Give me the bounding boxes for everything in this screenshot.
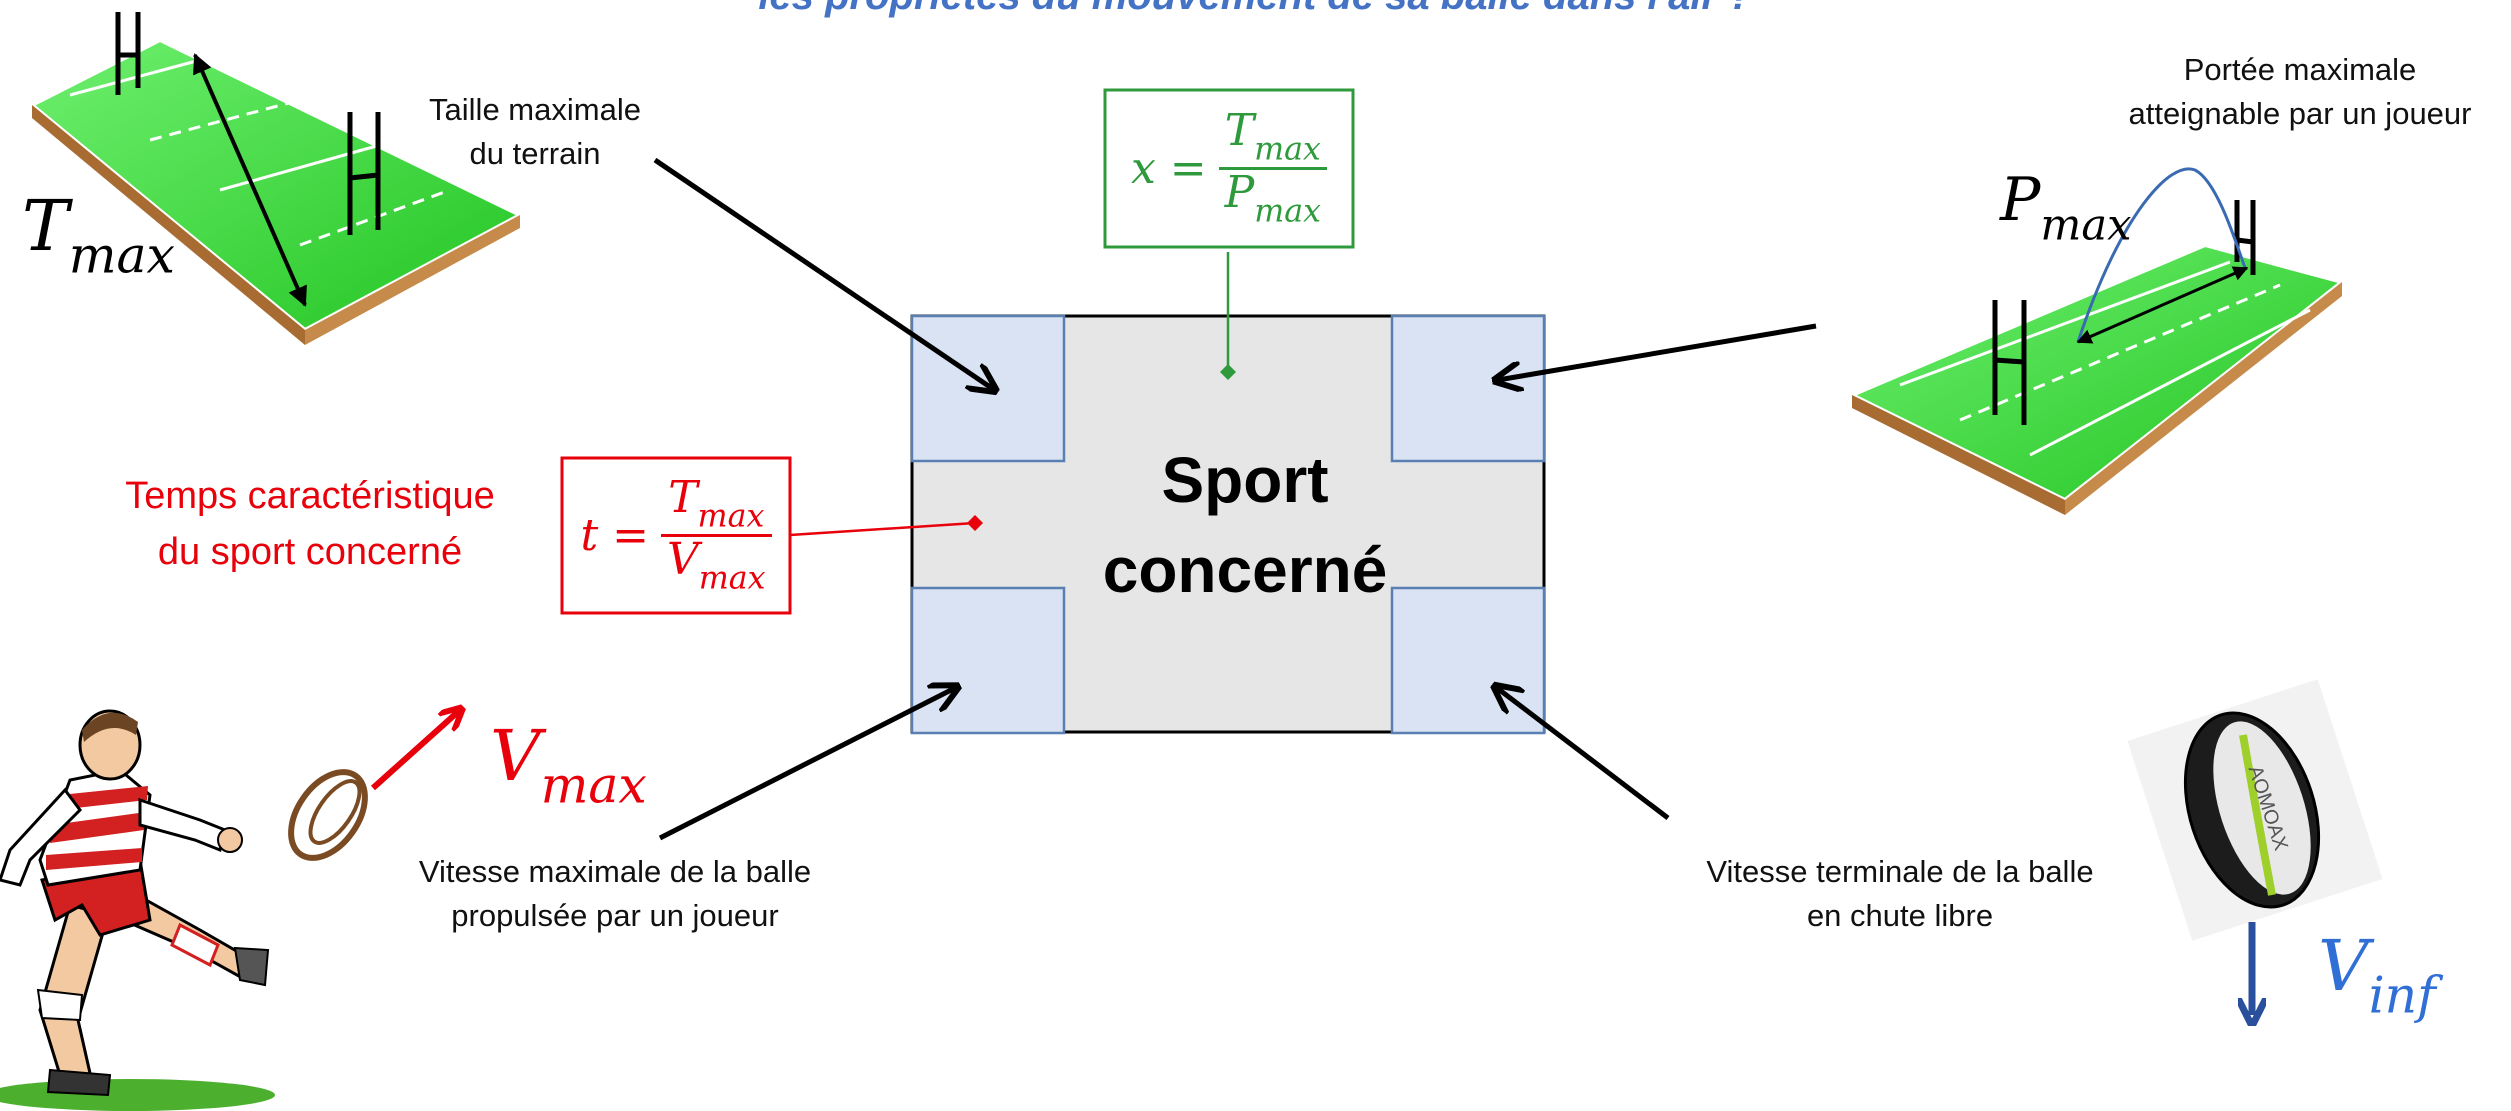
label-portee-maximale: Portée maximale atteignable par un joueu… <box>2100 48 2500 136</box>
player-sock <box>36 988 84 1022</box>
vmax-direction-arrow <box>370 710 460 791</box>
player-hair <box>82 712 138 742</box>
corner-top-left <box>910 314 1066 463</box>
label-line: Vitesse terminale de la balle <box>1706 854 2094 889</box>
label-line: propulsée par un joueur <box>451 898 779 933</box>
sport-concerne-title: Sport concerné <box>1065 435 1425 615</box>
symbol-base: P <box>2000 165 2041 235</box>
den-base: P <box>1224 167 1255 218</box>
field-line <box>2029 308 2311 457</box>
t-connector-diamond <box>967 515 983 531</box>
symbol-sub: max <box>2040 200 2132 251</box>
tmax-diagonal-arrow <box>193 53 307 307</box>
field-line-dashed <box>299 188 451 247</box>
label-line: Taille maximale <box>429 92 641 127</box>
goal-post-left <box>115 12 141 95</box>
rugby-field-top-right <box>1847 167 2347 515</box>
ball-stripe <box>2239 734 2276 896</box>
symbol-sub: inf <box>2368 965 2436 1025</box>
pmax-trajectory <box>2076 167 2247 343</box>
falling-rugby-ball: AOMOAX <box>2127 679 2383 941</box>
symbol-v-inf: Vinf <box>2318 925 2436 1025</box>
symbol-sub: max <box>540 755 647 815</box>
label-line: du terrain <box>469 136 601 171</box>
t-formula: t = Tmax Vmax <box>564 460 788 611</box>
x-formula-lhs: x = <box>1130 143 1207 194</box>
field-line <box>69 58 201 97</box>
label-line: atteignable par un joueur <box>2128 96 2472 131</box>
num-base: T <box>1224 105 1255 157</box>
center-box <box>910 314 1546 735</box>
label-temps-caracteristique: Temps caractéristique du sport concerné <box>100 468 520 580</box>
num-sub: max <box>1254 131 1321 168</box>
label-line: en chute libre <box>1806 898 1994 933</box>
x-formula-denominator: Pmax <box>1219 167 1327 230</box>
t-formula-lhs: t = <box>580 510 649 561</box>
den-base: V <box>666 534 699 585</box>
field-side-right <box>2065 282 2342 515</box>
label-line: Vitesse maximale de la balle <box>418 854 812 889</box>
ball-panel <box>2213 721 2311 895</box>
field-side-right <box>305 215 520 345</box>
flying-rugby-ball <box>288 769 368 861</box>
label-vitesse-maximale: Vitesse maximale de la balle propulsée p… <box>380 850 850 938</box>
center-title-line1: Sport <box>1161 444 1329 516</box>
t-formula-connector <box>789 521 976 537</box>
goal-post-left <box>1992 300 2027 425</box>
player-arm <box>0 787 82 887</box>
player-boot <box>46 1068 112 1097</box>
center-title-line2: concerné <box>1102 534 1388 606</box>
num-base: T <box>668 472 698 524</box>
den-sub: max <box>698 560 766 597</box>
corner-bottom-left <box>910 586 1066 735</box>
den-sub: max <box>1254 193 1322 230</box>
num-sub: max <box>697 498 765 535</box>
label-line: Portée maximale <box>2183 52 2417 87</box>
fraction-bar <box>660 534 772 537</box>
x-formula-fraction: Tmax Pmax <box>1218 108 1328 230</box>
ground-grass <box>0 1079 275 1111</box>
label-taille-maximale: Taille maximale du terrain <box>405 88 665 176</box>
x-formula-numerator: Tmax <box>1219 108 1327 167</box>
pmax-distance-arrow <box>2076 266 2249 344</box>
field-side-left <box>1852 395 2065 515</box>
label-line: Temps caractéristique <box>125 475 495 517</box>
t-formula-numerator: Tmax <box>662 475 770 534</box>
symbol-base: V <box>490 715 541 797</box>
fraction-bar <box>1218 167 1328 170</box>
jersey-stripe <box>58 786 148 810</box>
arrow-vitesse-max-to-center <box>658 688 955 841</box>
diagram-title: les propriétés du mouvement de sa balle … <box>0 0 2511 19</box>
arrow-vitesse-term-to-center <box>1497 688 1670 820</box>
label-line: du sport concerné <box>157 531 463 573</box>
rugby-field-top-left <box>28 12 525 345</box>
x-connector-diamond <box>1220 364 1236 380</box>
goal-post-right <box>2234 200 2256 275</box>
rugby-player-illustration <box>0 709 275 1111</box>
symbol-base: V <box>2318 925 2369 1007</box>
symbol-t-max: Tmax <box>22 185 175 285</box>
jersey-stripe <box>46 848 142 870</box>
goal-post-right <box>347 112 381 235</box>
player-sock <box>170 922 220 968</box>
label-vitesse-terminale: Vitesse terminale de la balle en chute l… <box>1665 850 2135 938</box>
player-boot <box>233 946 270 987</box>
field-surface <box>1847 242 2347 503</box>
x-formula: x = Tmax Pmax <box>1107 92 1351 245</box>
symbol-base: T <box>22 185 69 267</box>
t-formula-fraction: Tmax Vmax <box>660 475 772 597</box>
symbol-sub: max <box>68 225 175 285</box>
symbol-v-max: Vmax <box>490 715 647 815</box>
arrow-taille-to-center <box>653 157 993 389</box>
player-hand <box>217 827 243 853</box>
jersey-stripe <box>50 812 146 843</box>
player-arm <box>138 797 227 853</box>
arrow-portee-to-center <box>1498 323 1817 380</box>
t-formula-denominator: Vmax <box>661 534 772 597</box>
symbol-p-max: Pmax <box>2000 165 2131 250</box>
